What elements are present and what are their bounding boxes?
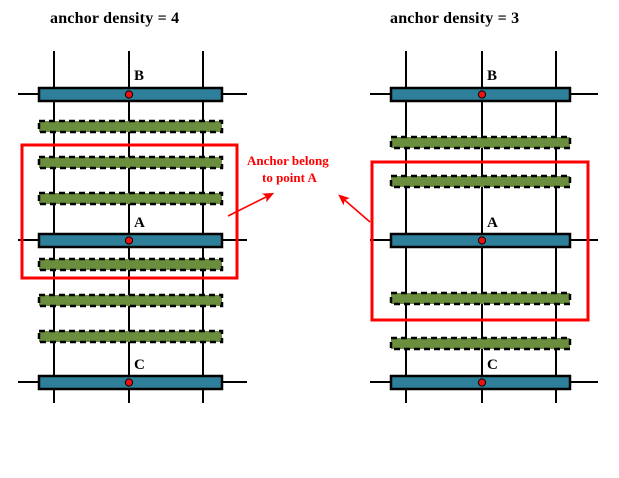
anchor-bar [389, 291, 572, 306]
point-label-c: C [487, 357, 498, 373]
anchor-bar [37, 119, 224, 134]
panel-title-right: anchor density = 3 [390, 10, 520, 27]
annotation-arrow [338, 194, 371, 223]
anchor-bar [37, 155, 224, 170]
point-label-a: A [134, 215, 145, 231]
anchor-bar [37, 293, 224, 308]
anchor-bar [389, 135, 572, 150]
anchor-bar [37, 329, 224, 344]
point-label-c: C [134, 357, 145, 373]
highlight-box [370, 160, 590, 322]
annotation-line-2: to point A [262, 170, 317, 185]
point-marker [124, 236, 134, 245]
anchor-bar [389, 336, 572, 351]
point-marker [124, 90, 134, 99]
point-marker [124, 378, 134, 387]
point-marker [477, 90, 487, 99]
point-label-b: B [134, 68, 145, 84]
panel-title-left: anchor density = 4 [50, 10, 180, 27]
point-label-a: A [487, 215, 498, 231]
anchor-bar [37, 257, 224, 272]
annotation-line-1: Anchor belong [247, 153, 329, 168]
diagram-geometry [18, 51, 598, 403]
annotation-arrow [227, 192, 275, 217]
point-marker [477, 236, 487, 245]
point-marker [477, 378, 487, 387]
anchor-bar [37, 191, 224, 206]
point-label-b: B [487, 68, 498, 84]
anchor-bar [389, 174, 572, 189]
